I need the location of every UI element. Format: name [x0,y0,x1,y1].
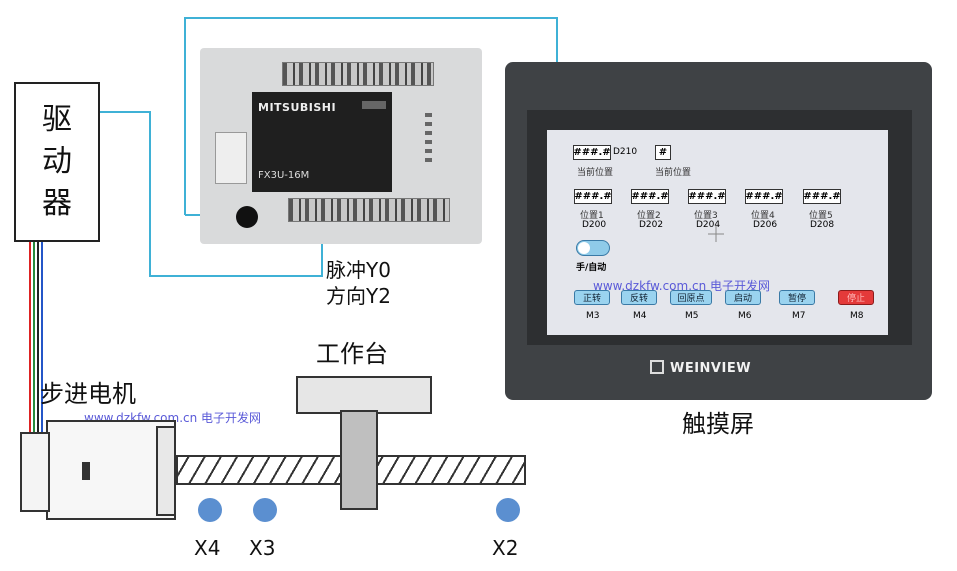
sensor-x4-label: X4 [194,536,221,560]
sensor-x2 [496,498,520,522]
plc-logo-tag [362,101,386,109]
current-position-field[interactable]: ###.# [573,145,611,160]
driver-box: 驱 动 器 [14,82,100,242]
plc-bottom-terminals [288,198,450,222]
reverse-relay: M4 [633,311,647,321]
position-1-caption: 位置1 [580,211,604,221]
position-5-field[interactable]: ###.# [803,189,841,204]
plc-top-terminals [282,62,434,86]
hmi-brand-logo: WEINVIEW [670,361,752,376]
position-2-register: D202 [639,220,664,230]
hmi-label: 触摸屏 [682,410,754,438]
current-position-register: D210 [613,147,638,157]
position-2-caption: 位置2 [637,211,661,221]
position-3-caption: 位置3 [694,211,718,221]
stepper-motor-end-cap [20,432,50,512]
pulse-output-label: 脉冲Y0 [326,258,391,282]
position-1-field[interactable]: ###.# [574,189,612,204]
position-5-register: D208 [810,220,835,230]
position-4-register: D206 [753,220,778,230]
start-button[interactable]: 启动 [725,290,761,305]
weinview-logo-icon [650,360,664,374]
stop-button[interactable]: 停止 [838,290,874,305]
motor-cable [29,242,43,432]
position-1-register: D200 [582,220,607,230]
screen-watermark: www.dzkfw.com.cn 电子开发网 [593,279,771,293]
stepper-motor-flange [156,426,176,516]
current-step-field[interactable]: # [655,145,671,160]
position-3-register: D204 [696,220,721,230]
start-relay: M6 [738,311,752,321]
current-step-caption: 当前位置 [655,168,692,178]
wire-plc-hmi [184,17,558,215]
sensor-x2-label: X2 [492,536,519,560]
pause-button[interactable]: 暂停 [779,290,815,305]
driver-label-char: 驱 [42,102,72,137]
position-2-field[interactable]: ###.# [631,189,669,204]
plc-model: FX3U-16M [258,170,310,181]
sensor-x3-label: X3 [249,536,276,560]
plc-side-port [215,132,247,184]
mode-label: 手/自动 [576,263,607,273]
stepper-motor-label: 步进电机 [40,380,136,408]
reverse-button[interactable]: 反转 [621,290,657,305]
driver-label-char: 动 [42,144,72,179]
pause-relay: M7 [792,311,806,321]
home-button[interactable]: 回原点 [670,290,712,305]
worktable-top [296,376,432,414]
forward-button[interactable]: 正转 [574,290,610,305]
current-position-caption: 当前位置 [577,168,614,178]
position-4-field[interactable]: ###.# [745,189,783,204]
worktable-label: 工作台 [316,340,388,368]
direction-output-label: 方向Y2 [326,284,391,308]
home-relay: M5 [685,311,699,321]
wire-plc-driver [100,111,323,277]
worktable-nut [340,410,378,510]
stop-relay: M8 [850,311,864,321]
motor-connector [82,462,90,480]
position-5-caption: 位置5 [809,211,833,221]
plc-brand: MITSUBISHI [258,101,337,114]
mode-toggle[interactable] [576,240,610,256]
position-3-field[interactable]: ###.# [688,189,726,204]
sensor-x4 [198,498,222,522]
sensor-x3 [253,498,277,522]
driver-label-char: 器 [42,186,72,221]
plc-led-panel [415,110,441,180]
position-4-caption: 位置4 [751,211,775,221]
plc-port [236,206,258,228]
forward-relay: M3 [586,311,600,321]
crosshair-icon [708,226,724,242]
